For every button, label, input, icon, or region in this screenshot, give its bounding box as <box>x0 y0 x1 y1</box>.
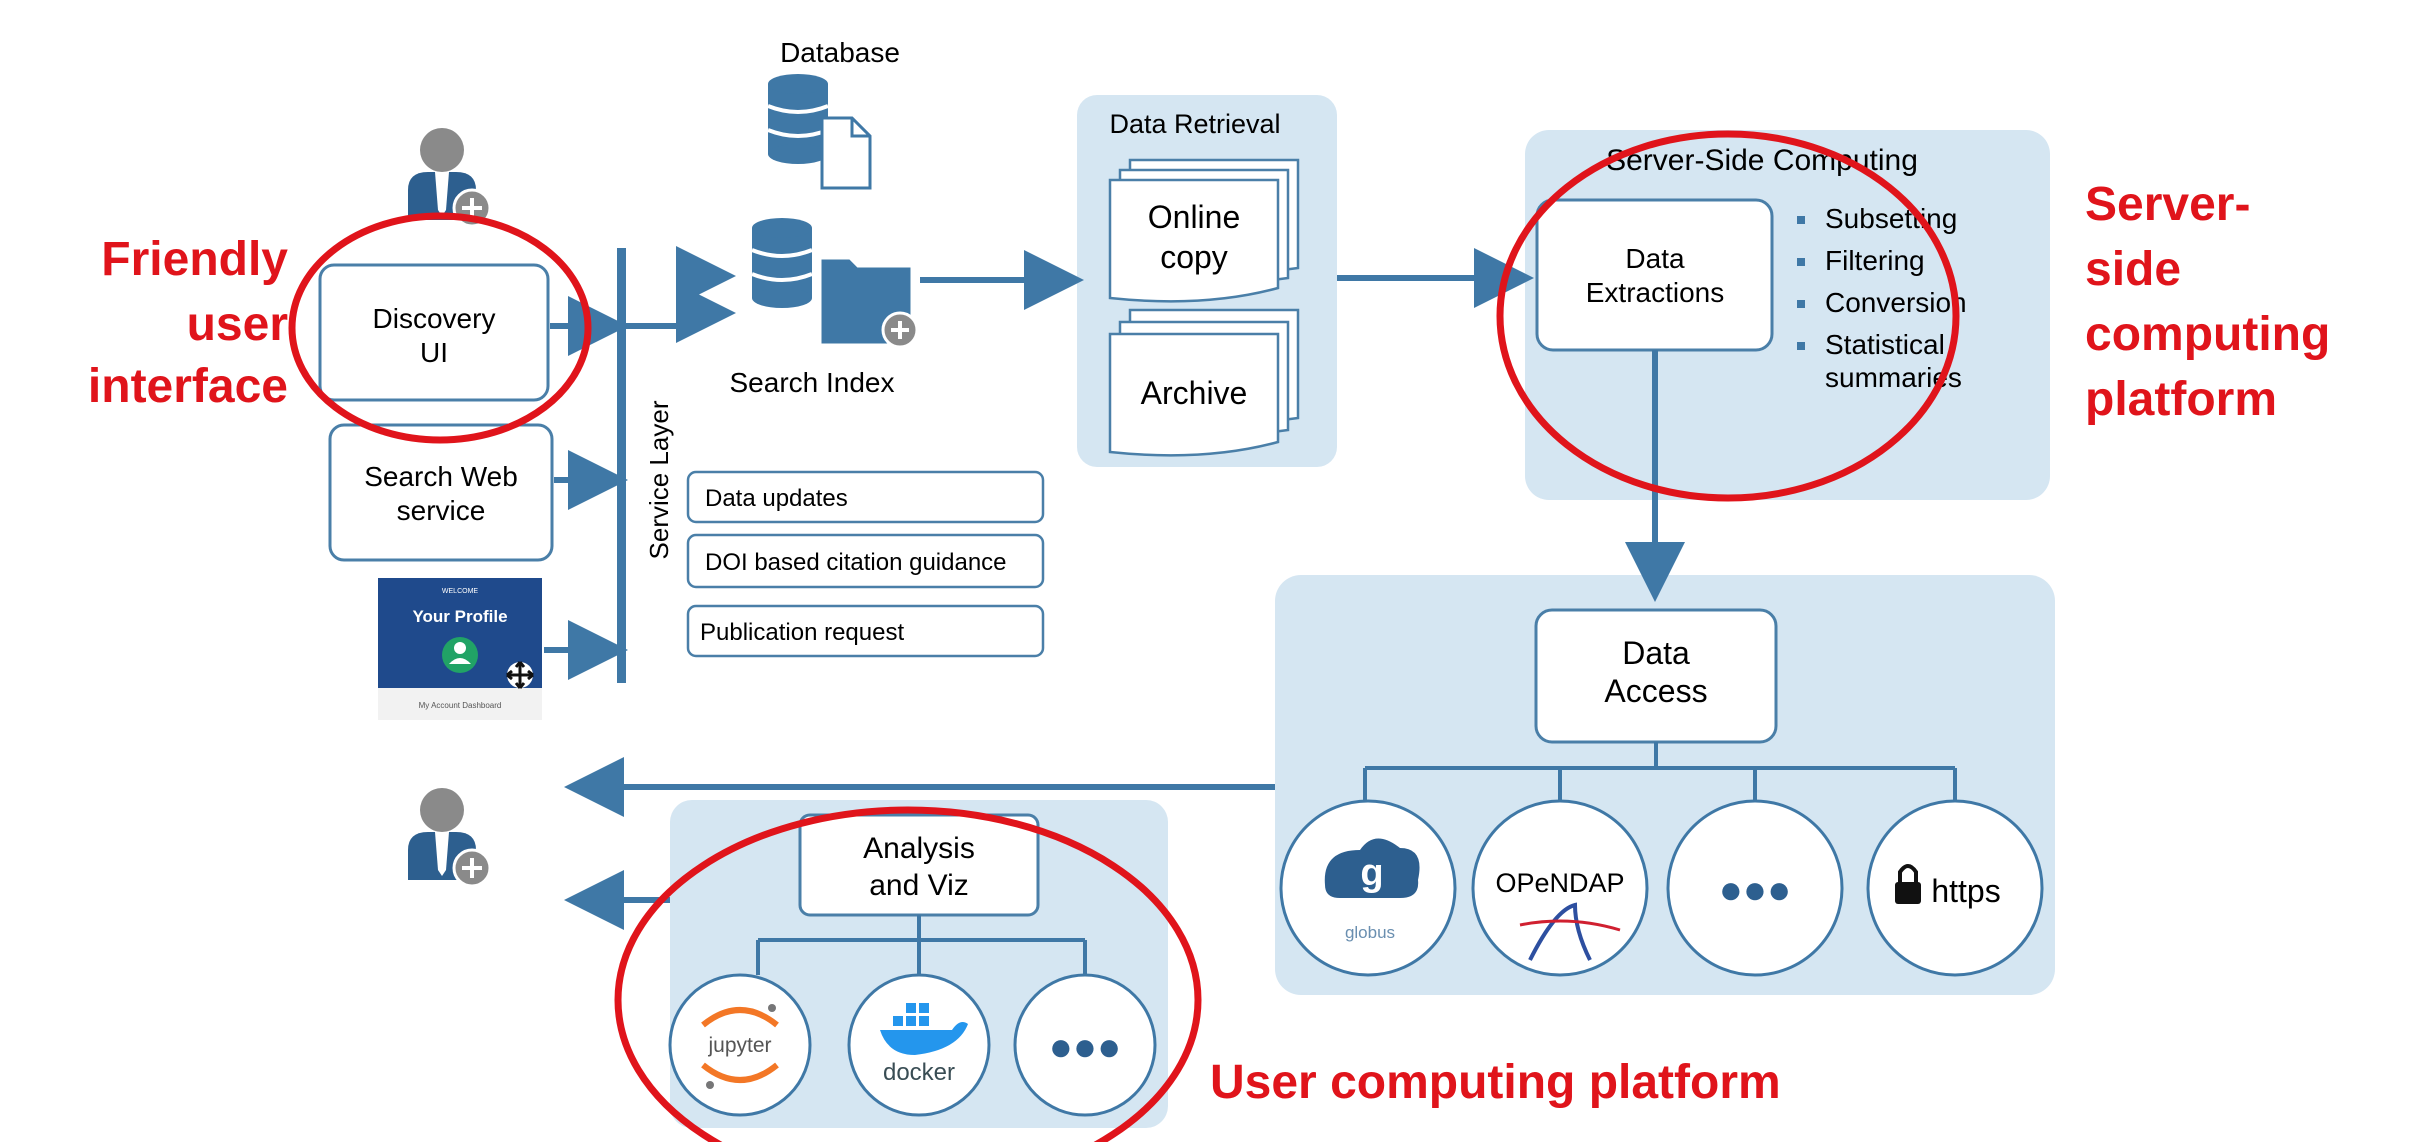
service-layer-bar <box>617 248 626 683</box>
data-access-tree <box>1363 742 1957 805</box>
service-publication-request[interactable]: Publication request <box>686 604 1045 658</box>
svg-text:UI: UI <box>420 337 448 368</box>
lock-icon <box>1895 864 1921 904</box>
svg-text:Friendly: Friendly <box>101 233 288 286</box>
svg-text:●●●: ●●● <box>1719 868 1791 912</box>
data-access-panel <box>1275 575 2055 995</box>
profile-title: Your Profile <box>412 607 507 626</box>
profile-caption: My Account Dashboard <box>419 701 502 710</box>
docker-logo-icon <box>880 1003 968 1055</box>
highlight-server-side <box>1496 130 1960 502</box>
svg-text:computing: computing <box>2085 308 2330 361</box>
service-doi-citation[interactable]: DOI based citation guidance <box>686 533 1045 589</box>
svg-text:copy: copy <box>1160 239 1228 275</box>
https-node[interactable]: https <box>1866 799 2044 977</box>
search-index-label: Search Index <box>730 367 895 398</box>
operation-item: Statistical <box>1825 329 1945 360</box>
profile-card[interactable]: WELCOME Your Profile My Account Dashboar… <box>378 578 542 720</box>
operation-item: Conversion <box>1825 287 1967 318</box>
svg-text:Online: Online <box>1148 199 1241 235</box>
service-layer-label: Service Layer <box>644 400 674 559</box>
move-cursor-icon <box>506 661 534 689</box>
database-label: Database <box>780 37 900 68</box>
svg-text:g: g <box>1360 852 1383 894</box>
svg-text:Data: Data <box>1622 635 1690 671</box>
docker-node[interactable]: docker <box>847 973 991 1117</box>
svg-text:side: side <box>2085 243 2181 296</box>
arrow-service-to-index <box>626 246 736 329</box>
database-icon <box>766 72 872 190</box>
online-copy-doc: Online copy <box>1108 158 1300 303</box>
svg-text:service: service <box>397 495 486 526</box>
jupyter-logo-icon <box>701 1004 779 1089</box>
svg-text:interface: interface <box>88 360 288 413</box>
svg-text:Data: Data <box>1625 243 1685 274</box>
jupyter-node[interactable]: jupyter <box>668 973 812 1117</box>
more-methods-node[interactable]: ●●● <box>1666 799 1844 977</box>
operation-item: Filtering <box>1825 245 1925 276</box>
user-icon-output <box>406 786 492 888</box>
svg-text:Search Web: Search Web <box>364 461 518 492</box>
archive-doc: Archive <box>1108 308 1300 457</box>
opendap-logo-icon <box>1519 902 1621 961</box>
annotation-server-side: Server- side computing platform <box>2085 178 2330 426</box>
annotation-friendly-ui: Friendly user interface <box>88 233 288 413</box>
svg-text:docker: docker <box>883 1059 955 1086</box>
analysis-box[interactable]: Analysis and Viz <box>798 813 1040 917</box>
highlight-user-platform <box>614 806 1202 1142</box>
svg-text:Discovery: Discovery <box>373 303 496 334</box>
svg-text:Analysis: Analysis <box>863 832 975 865</box>
svg-text:Extractions: Extractions <box>1586 277 1725 308</box>
data-access-box[interactable]: Data Access <box>1534 608 1778 744</box>
highlight-friendly-ui <box>288 212 592 444</box>
data-extractions-box[interactable]: Data Extractions <box>1535 198 1774 352</box>
profile-welcome: WELCOME <box>442 588 479 595</box>
svg-text:Publication request: Publication request <box>700 619 904 646</box>
svg-text:and Viz: and Viz <box>869 869 969 902</box>
user-icon <box>406 126 492 228</box>
svg-text:Access: Access <box>1604 673 1707 709</box>
annotation-user-platform: User computing platform <box>1210 1056 1781 1109</box>
svg-text:globus: globus <box>1345 923 1395 942</box>
discovery-ui-box[interactable]: Discovery UI <box>318 263 550 402</box>
data-retrieval-title: Data Retrieval <box>1109 109 1280 139</box>
search-web-service-box[interactable]: Search Web service <box>328 423 554 562</box>
svg-text:https: https <box>1931 873 2000 909</box>
svg-text:jupyter: jupyter <box>707 1034 771 1057</box>
svg-text:OPeNDAP: OPeNDAP <box>1495 868 1624 898</box>
service-data-updates[interactable]: Data updates <box>686 470 1045 524</box>
svg-text:●●●: ●●● <box>1049 1025 1121 1069</box>
server-side-operations-list: Subsetting Filtering Conversion Statisti… <box>1797 203 1967 393</box>
svg-text:platform: platform <box>2085 373 2277 426</box>
search-index-icon <box>750 216 919 349</box>
operation-item: Subsetting <box>1825 203 1957 234</box>
opendap-node[interactable]: OPeNDAP <box>1471 799 1649 977</box>
svg-text:Server-: Server- <box>2085 178 2250 231</box>
more-tools-node[interactable]: ●●● <box>1013 973 1157 1117</box>
globus-icon: g <box>1324 838 1420 898</box>
svg-text:Data updates: Data updates <box>705 485 848 512</box>
globus-node[interactable]: g globus <box>1279 799 1457 977</box>
svg-text:DOI based citation guidance: DOI based citation guidance <box>705 549 1007 576</box>
analysis-tree <box>756 915 1087 975</box>
svg-text:Archive: Archive <box>1141 375 1248 411</box>
svg-text:user: user <box>187 298 288 351</box>
